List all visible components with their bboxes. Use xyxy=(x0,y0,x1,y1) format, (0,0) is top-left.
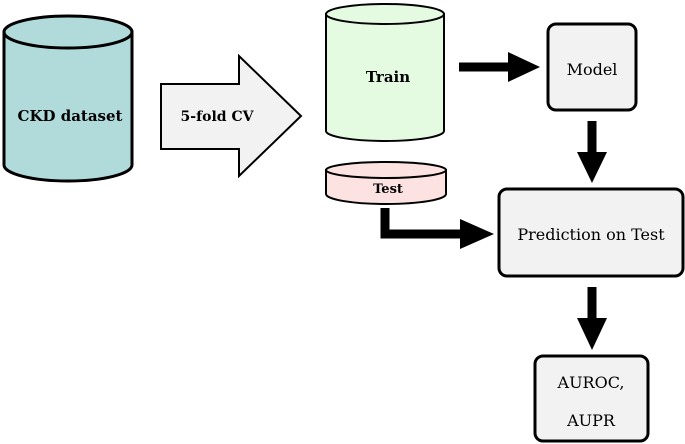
ckd-dataset-cylinder: CKD dataset xyxy=(2,14,134,183)
model-box-rect xyxy=(546,22,638,112)
metrics-label-line1: AUROC, xyxy=(557,373,625,392)
dataset-cylinder-top xyxy=(2,14,134,50)
arrow-test-to-prediction xyxy=(380,208,494,249)
test-cylinder-body xyxy=(325,169,447,205)
arrow-model-to-prediction xyxy=(577,121,607,183)
train-cylinder: Train xyxy=(325,3,445,142)
model-box: Model xyxy=(546,22,638,112)
prediction-box-rect xyxy=(497,187,685,278)
train-cylinder-body xyxy=(325,13,445,142)
arrow-train-model-head xyxy=(508,52,540,82)
test-cylinder-top xyxy=(325,161,447,179)
dataset-label: CKD dataset xyxy=(18,107,123,125)
metrics-box: AUROC, AUPR xyxy=(533,354,650,443)
arrow-test-prediction-head xyxy=(460,219,494,249)
cv-block-arrow: 5-fold CV xyxy=(160,53,303,179)
arrow-prediction-to-metrics xyxy=(577,287,607,350)
arrow-prediction-metrics-head xyxy=(577,318,607,350)
cv-label: 5-fold CV xyxy=(181,109,255,125)
prediction-label: Prediction on Test xyxy=(517,225,665,244)
dataset-cylinder-body xyxy=(2,30,134,183)
test-cylinder: Test xyxy=(325,161,447,205)
cv-arrow-shape xyxy=(160,53,303,179)
prediction-box: Prediction on Test xyxy=(497,187,685,278)
arrow-test-prediction-shaft xyxy=(380,208,464,239)
train-cylinder-top xyxy=(325,3,445,25)
metrics-label-line2: AUPR xyxy=(566,411,616,430)
train-label: Train xyxy=(366,68,410,86)
arrow-model-prediction-head xyxy=(577,152,607,183)
test-label: Test xyxy=(373,182,403,197)
metrics-box-rect xyxy=(533,354,650,443)
arrow-train-to-model xyxy=(459,52,540,82)
model-label: Model xyxy=(567,60,618,79)
